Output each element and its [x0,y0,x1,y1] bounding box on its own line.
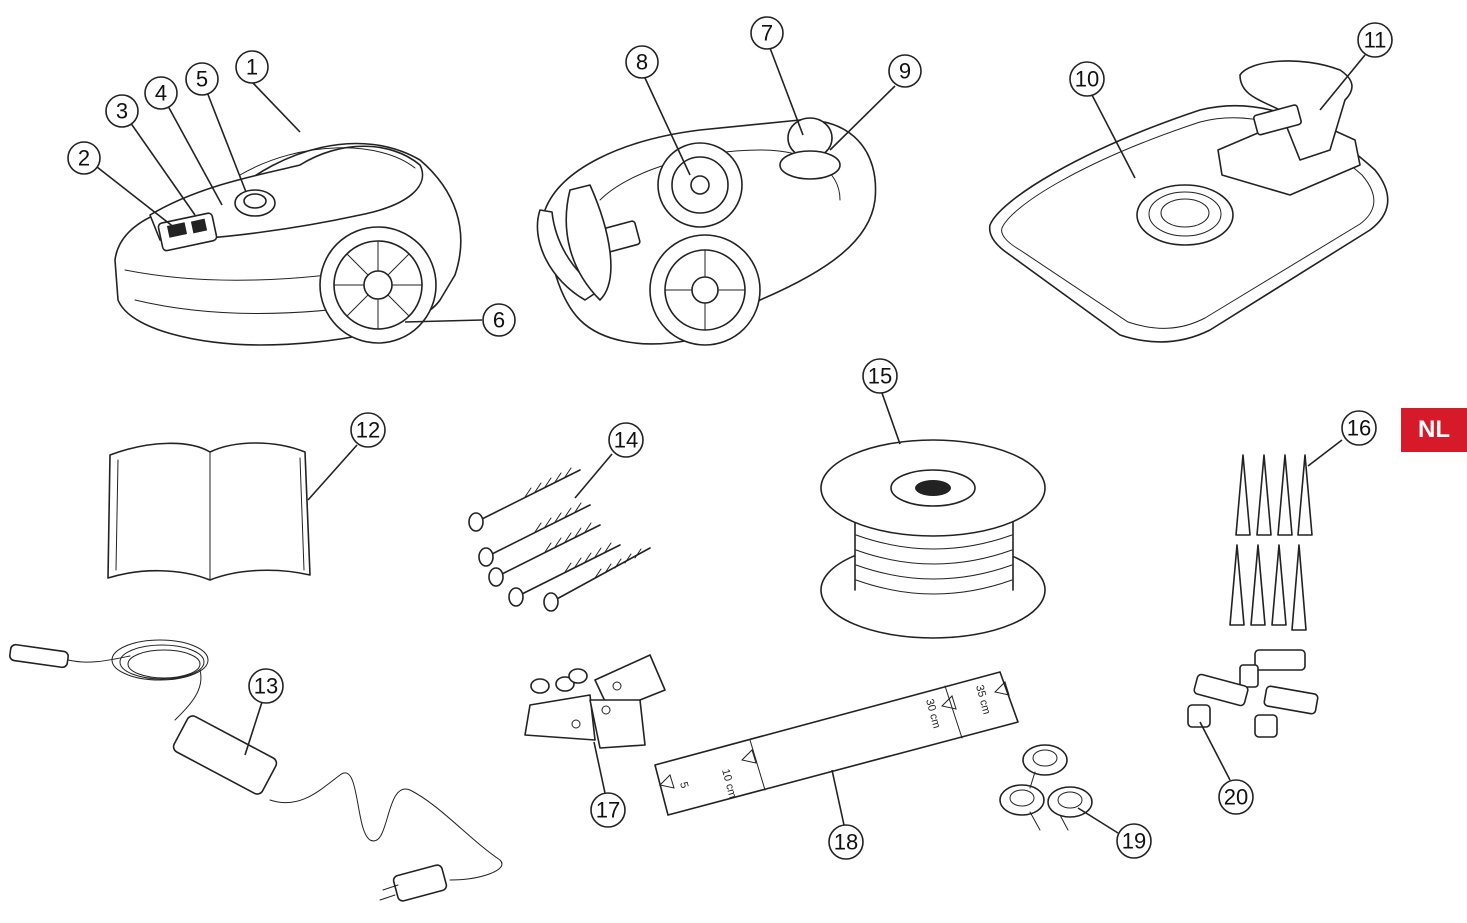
callout-label: 11 [1364,28,1387,53]
callout-17: 17 [590,792,626,828]
callout-label: 3 [116,99,128,124]
wire-joints-illustration [1187,649,1319,738]
callout-15: 15 [862,358,898,394]
callout-2: 2 [67,141,101,175]
power-supply-illustration [9,639,503,902]
wire-spool-illustration [820,439,1046,639]
callout-label: 14 [614,428,638,453]
callout-16: 16 [1341,410,1377,446]
ruler-mark-5: 5 [677,781,690,790]
callout-19: 19 [1116,823,1152,859]
callout-label: 17 [596,798,620,823]
callout-7: 7 [750,16,784,50]
callout-label: 16 [1347,416,1371,441]
callout-6: 6 [482,303,516,337]
charging-station-illustration [988,60,1389,343]
callout-11: 11 [1357,22,1393,58]
blades-illustration [524,654,666,749]
callout-label: 9 [899,59,911,84]
callout-14: 14 [608,422,644,458]
callout-label: 10 [1075,67,1099,92]
callout-label: 18 [834,830,858,855]
callout-label: 19 [1122,829,1146,854]
callout-18: 18 [828,824,864,860]
callout-label: 15 [868,364,892,389]
language-badge: NL [1401,408,1467,452]
callout-label: 5 [196,67,208,92]
callout-8: 8 [625,45,659,79]
callout-label: 2 [78,146,90,171]
callout-label: 20 [1224,785,1248,810]
callout-label: 13 [254,674,278,699]
callout-10: 10 [1069,61,1105,97]
leader-lines [96,47,1366,834]
callout-5: 5 [185,62,219,96]
callout-4: 4 [144,76,178,110]
robot-mower-top-illustration [114,142,462,346]
callout-label: 1 [246,55,258,80]
callout-label: 4 [155,81,167,106]
callout-label: 12 [356,418,380,443]
callout-12: 12 [350,412,386,448]
callout-1: 1 [235,50,269,84]
callout-3: 3 [105,94,139,128]
callout-label: 8 [636,50,648,75]
wire-connectors-illustration [999,744,1093,831]
screws-illustration [468,467,651,612]
distance-ruler-illustration: 5 10 cm 30 cm 35 cm [654,671,1019,816]
callout-20: 20 [1218,779,1254,815]
callout-label: 6 [493,308,505,333]
callout-9: 9 [888,54,922,88]
callout-13: 13 [248,668,284,704]
pegs-illustration [1229,454,1313,631]
robot-mower-underside-illustration [536,117,877,346]
manual-book-illustration [107,442,311,581]
callout-label: 7 [761,21,773,46]
